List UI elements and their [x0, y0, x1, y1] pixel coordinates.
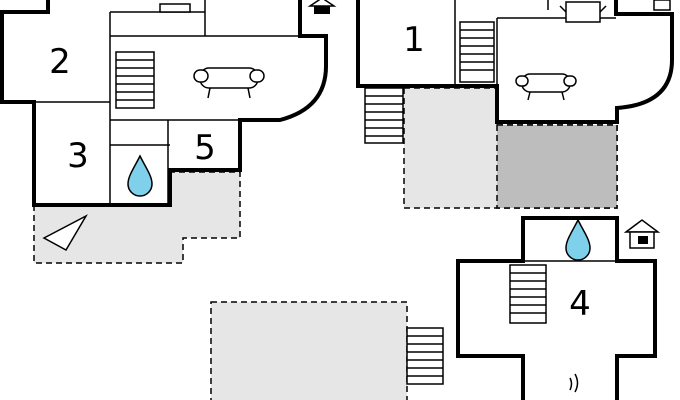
- stairs-icon: [406, 327, 444, 385]
- terrace-bottom-center: [210, 301, 408, 400]
- stairs-icon: [459, 21, 495, 83]
- house-icon: [623, 219, 661, 249]
- bottom-right-unit: 4: [456, 216, 661, 400]
- house-icon: [307, 0, 337, 14]
- heat-waves-icon: [569, 373, 579, 393]
- stairs-icon: [364, 87, 404, 144]
- bottom-center-terrace: [210, 301, 444, 400]
- room-5-label: 5: [194, 128, 216, 168]
- stairs-icon: [509, 264, 547, 324]
- left-unit: 2 3 5: [0, 0, 337, 264]
- room-2-label: 2: [49, 42, 71, 82]
- top-right-unit-walls: [356, 0, 674, 124]
- water-drop-icon: [127, 154, 153, 197]
- terrace-top-right-dark: [496, 124, 618, 209]
- compass-triangle-icon: [42, 214, 88, 252]
- top-right-unit: 1: [356, 0, 674, 209]
- bottom-right-unit-walls: [456, 216, 657, 400]
- sofa-icon: [193, 67, 265, 99]
- left-unit-walls: [0, 0, 328, 207]
- room-4-label: 4: [569, 284, 591, 324]
- water-drop-icon: [565, 218, 591, 261]
- table-icon: [547, 0, 607, 23]
- room-1-label: 1: [403, 20, 425, 60]
- room-3-label: 3: [67, 136, 89, 176]
- stairs-icon: [115, 51, 155, 109]
- sofa-icon: [515, 73, 577, 101]
- terrace-left: [33, 171, 241, 264]
